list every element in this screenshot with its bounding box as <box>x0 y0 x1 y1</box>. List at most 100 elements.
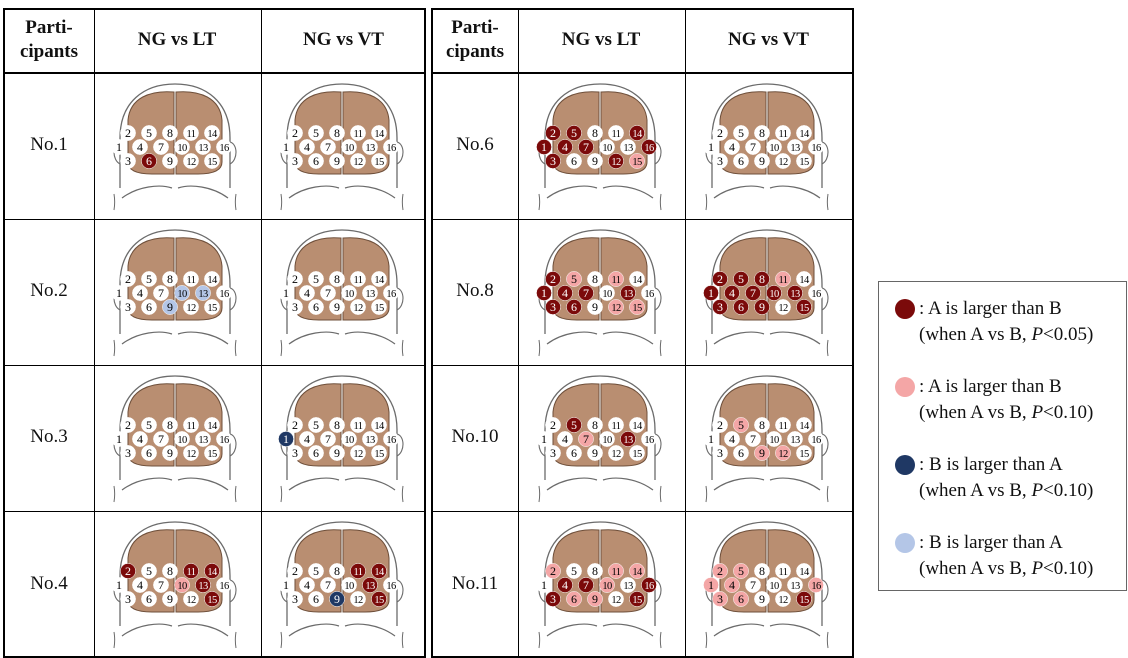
channel-10-marker: 10 <box>599 139 614 154</box>
channel-15-marker: 15 <box>629 445 644 460</box>
svg-text:3: 3 <box>292 592 298 606</box>
channel-13-marker: 13 <box>787 285 802 300</box>
svg-text:5: 5 <box>738 126 744 140</box>
channel-14-marker: 14 <box>204 271 219 286</box>
channel-11-marker: 11 <box>350 125 365 140</box>
channel-3-marker: 3 <box>120 445 135 460</box>
channel-8-marker: 8 <box>754 125 769 140</box>
channel-14-marker: 14 <box>629 125 644 140</box>
channel-10-marker: 10 <box>766 431 781 446</box>
svg-text:6: 6 <box>146 154 152 168</box>
channel-14-marker: 14 <box>796 417 811 432</box>
channel-13-marker: 13 <box>620 139 635 154</box>
svg-text:3: 3 <box>125 592 131 606</box>
channel-8-marker: 8 <box>754 417 769 432</box>
svg-text:10: 10 <box>344 143 354 154</box>
channel-2-marker: 2 <box>545 125 560 140</box>
svg-text:15: 15 <box>632 303 642 314</box>
svg-text:9: 9 <box>334 300 340 314</box>
channel-11-marker: 11 <box>775 563 790 578</box>
channel-6-marker: 6 <box>308 445 323 460</box>
channel-14-marker: 14 <box>629 563 644 578</box>
channel-10-marker: 10 <box>341 431 356 446</box>
channel-1-marker: 1 <box>111 139 126 154</box>
svg-text:6: 6 <box>738 154 744 168</box>
channel-5-marker: 5 <box>308 563 323 578</box>
svg-text:8: 8 <box>167 418 173 432</box>
channel-7-marker: 7 <box>153 285 168 300</box>
channel-5-marker: 5 <box>566 125 581 140</box>
svg-text:12: 12 <box>778 595 788 606</box>
channel-6-marker: 6 <box>733 445 748 460</box>
svg-text:7: 7 <box>158 578 164 592</box>
channel-16-marker: 16 <box>641 577 656 592</box>
channel-8-marker: 8 <box>162 417 177 432</box>
channel-14-marker: 14 <box>796 125 811 140</box>
channel-6-marker: 6 <box>141 299 156 314</box>
channel-8-marker: 8 <box>754 563 769 578</box>
svg-text:11: 11 <box>779 567 788 578</box>
channel-4-marker: 4 <box>724 285 739 300</box>
channel-7-marker: 7 <box>745 285 760 300</box>
svg-text:3: 3 <box>292 300 298 314</box>
channel-10-marker: 10 <box>599 577 614 592</box>
svg-text:14: 14 <box>799 275 810 286</box>
svg-text:8: 8 <box>167 126 173 140</box>
channel-5-marker: 5 <box>566 417 581 432</box>
svg-text:2: 2 <box>125 418 131 432</box>
svg-text:14: 14 <box>632 421 643 432</box>
header-ng-vs-vt-left: NG vs VT <box>261 10 426 70</box>
channel-11-marker: 11 <box>608 271 623 286</box>
svg-text:14: 14 <box>374 275 385 286</box>
channel-9-marker: 9 <box>754 445 769 460</box>
svg-text:4: 4 <box>137 432 143 446</box>
channel-4-marker: 4 <box>299 577 314 592</box>
svg-text:10: 10 <box>344 581 354 592</box>
channel-14-marker: 14 <box>371 417 386 432</box>
svg-text:5: 5 <box>146 272 152 286</box>
header-ng-vs-vt-right: NG vs VT <box>685 10 852 70</box>
channel-4-marker: 4 <box>132 285 147 300</box>
channel-5-marker: 5 <box>141 563 156 578</box>
svg-text:15: 15 <box>207 449 217 460</box>
svg-text:15: 15 <box>374 595 384 606</box>
svg-text:12: 12 <box>611 449 621 460</box>
channel-9-marker: 9 <box>587 445 602 460</box>
channel-14-marker: 14 <box>371 125 386 140</box>
svg-text:3: 3 <box>717 592 723 606</box>
svg-text:16: 16 <box>811 289 821 300</box>
channel-12-marker: 12 <box>183 153 198 168</box>
channel-10-marker: 10 <box>174 139 189 154</box>
svg-text:2: 2 <box>550 564 556 578</box>
channel-1-marker: 1 <box>278 285 293 300</box>
channel-13-marker: 13 <box>620 431 635 446</box>
svg-text:9: 9 <box>592 300 598 314</box>
channel-12-marker: 12 <box>183 445 198 460</box>
channel-4-marker: 4 <box>724 577 739 592</box>
svg-text:14: 14 <box>632 275 643 286</box>
channel-7-marker: 7 <box>153 139 168 154</box>
channel-16-marker: 16 <box>808 139 823 154</box>
head-fnirs-diagram: 25811141471013163691215 <box>692 514 842 654</box>
channel-7-marker: 7 <box>153 431 168 446</box>
channel-6-marker: 6 <box>308 299 323 314</box>
channel-2-marker: 2 <box>120 125 135 140</box>
svg-text:11: 11 <box>354 129 363 140</box>
svg-text:5: 5 <box>313 126 319 140</box>
svg-text:7: 7 <box>750 432 756 446</box>
participant-label: No.4 <box>5 510 93 658</box>
svg-text:5: 5 <box>146 126 152 140</box>
svg-text:1: 1 <box>116 578 122 592</box>
channel-13-marker: 13 <box>787 139 802 154</box>
channel-7-marker: 7 <box>578 285 593 300</box>
channel-13-marker: 13 <box>362 577 377 592</box>
svg-text:9: 9 <box>167 154 173 168</box>
channel-1-marker: 1 <box>536 431 551 446</box>
channel-15-marker: 15 <box>204 445 219 460</box>
svg-text:7: 7 <box>583 140 589 154</box>
svg-text:13: 13 <box>365 435 375 446</box>
channel-9-marker: 9 <box>587 591 602 606</box>
svg-text:15: 15 <box>207 157 217 168</box>
channel-13-marker: 13 <box>362 139 377 154</box>
channel-8-marker: 8 <box>162 125 177 140</box>
